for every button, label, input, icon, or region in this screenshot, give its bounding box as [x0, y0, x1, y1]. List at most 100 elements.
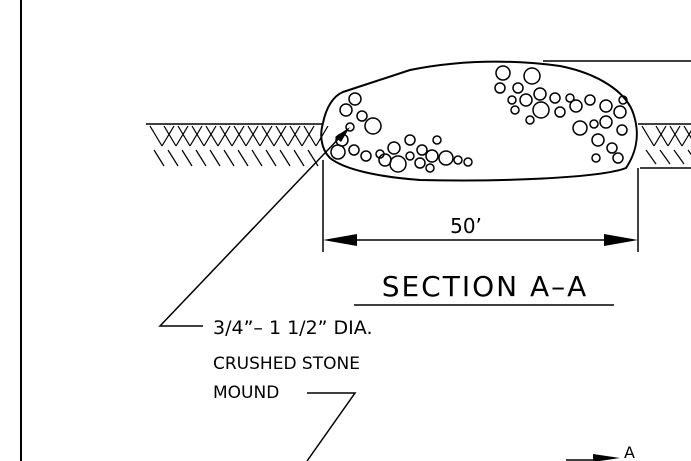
hatch-stroke	[275, 125, 289, 147]
stone	[554, 106, 566, 118]
stone	[416, 144, 428, 156]
callout-line-2: CRUSHED STONE	[213, 354, 360, 374]
stone	[569, 99, 583, 113]
hatch-stroke	[265, 149, 277, 167]
callout-line-3: MOUND	[213, 383, 279, 403]
hatch-stroke	[167, 149, 179, 167]
stone	[360, 150, 372, 162]
stone	[519, 93, 533, 107]
stone	[532, 101, 550, 119]
hatch-stroke	[205, 125, 219, 147]
stone	[453, 155, 463, 165]
stone	[348, 92, 362, 106]
stone	[494, 82, 506, 94]
stone	[463, 157, 473, 167]
hatch-stroke	[191, 125, 205, 147]
stone-mound-outline	[320, 60, 638, 182]
hatch-stroke	[153, 149, 165, 167]
hatch-stroke	[273, 125, 287, 147]
dimension-label: 50’	[450, 214, 482, 238]
stone	[356, 110, 368, 122]
hatch-stroke	[195, 149, 207, 167]
stone	[404, 134, 416, 146]
hatch-stroke	[175, 125, 189, 147]
stone	[591, 153, 601, 163]
stone	[618, 95, 628, 105]
stone	[414, 157, 426, 169]
stone	[387, 141, 401, 155]
hatch-stroke	[189, 125, 203, 147]
callout-line-1: 3/4”– 1 1/2” DIA.	[213, 317, 373, 339]
hatch-stroke	[247, 125, 261, 147]
stone	[589, 119, 599, 129]
stone	[510, 105, 520, 115]
hatch-stroke	[687, 149, 691, 156]
hatch-stroke	[653, 125, 667, 147]
hatch-stroke	[163, 125, 177, 147]
stone	[572, 120, 588, 136]
hatch-stroke	[181, 149, 193, 167]
hatch-stroke	[301, 125, 315, 147]
stone	[364, 117, 382, 135]
section-marker-label: A	[624, 443, 635, 461]
hatch-stroke	[177, 125, 191, 147]
callout-leader-arrow	[335, 127, 350, 142]
stone	[613, 105, 627, 119]
callout-leader-line	[158, 132, 345, 327]
hatch-stroke	[659, 149, 671, 165]
hatch-stroke	[261, 125, 275, 147]
hatch-stroke	[669, 125, 683, 147]
section-cut-arrow-icon	[593, 454, 620, 461]
hatch-stroke	[681, 129, 691, 147]
stone	[438, 150, 454, 166]
hatch-stroke	[641, 125, 655, 147]
hatch-stroke	[307, 149, 319, 167]
hatch-stroke	[289, 125, 303, 147]
hatch-stroke	[673, 149, 685, 165]
hatch-stroke	[245, 125, 259, 147]
stone	[565, 93, 575, 103]
stone	[525, 115, 535, 125]
mound-leader-line	[306, 392, 357, 461]
stone	[533, 87, 547, 101]
section-title: SECTION A–A	[382, 270, 589, 303]
stone	[405, 151, 415, 161]
hatch-stroke	[209, 149, 221, 167]
hatch-stroke	[233, 125, 247, 147]
hatch-stroke	[149, 125, 163, 147]
stone	[495, 65, 511, 81]
hatch-stroke	[161, 125, 175, 147]
hatch-stroke	[655, 125, 669, 147]
stone	[612, 152, 624, 164]
earth-hatch-left	[149, 125, 329, 167]
hatch-stroke	[287, 125, 301, 147]
stone	[584, 94, 596, 106]
hatch-stroke	[223, 149, 235, 167]
stone	[345, 122, 355, 132]
hatch-stroke	[259, 125, 273, 147]
stone	[523, 67, 541, 85]
hatch-stroke	[237, 149, 249, 167]
stone	[507, 95, 517, 105]
stone	[348, 144, 360, 156]
stone	[606, 142, 618, 154]
stone	[432, 135, 442, 145]
stone	[549, 92, 561, 104]
hatch-stroke	[279, 149, 291, 167]
hatch-stroke	[645, 149, 657, 165]
hatch-stroke	[293, 149, 305, 167]
stone	[599, 99, 613, 113]
earth-hatch-right	[641, 125, 691, 165]
hatch-stroke	[251, 149, 263, 167]
hatch-stroke	[303, 125, 317, 147]
crushed-stones	[330, 65, 628, 173]
stone	[389, 155, 407, 173]
stone	[339, 103, 353, 117]
hatch-stroke	[231, 125, 245, 147]
hatch-stroke	[219, 125, 233, 147]
stone	[599, 115, 613, 129]
stone	[378, 153, 392, 167]
hatch-stroke	[667, 125, 681, 147]
hatch-stroke	[683, 125, 691, 139]
stone	[425, 163, 435, 173]
